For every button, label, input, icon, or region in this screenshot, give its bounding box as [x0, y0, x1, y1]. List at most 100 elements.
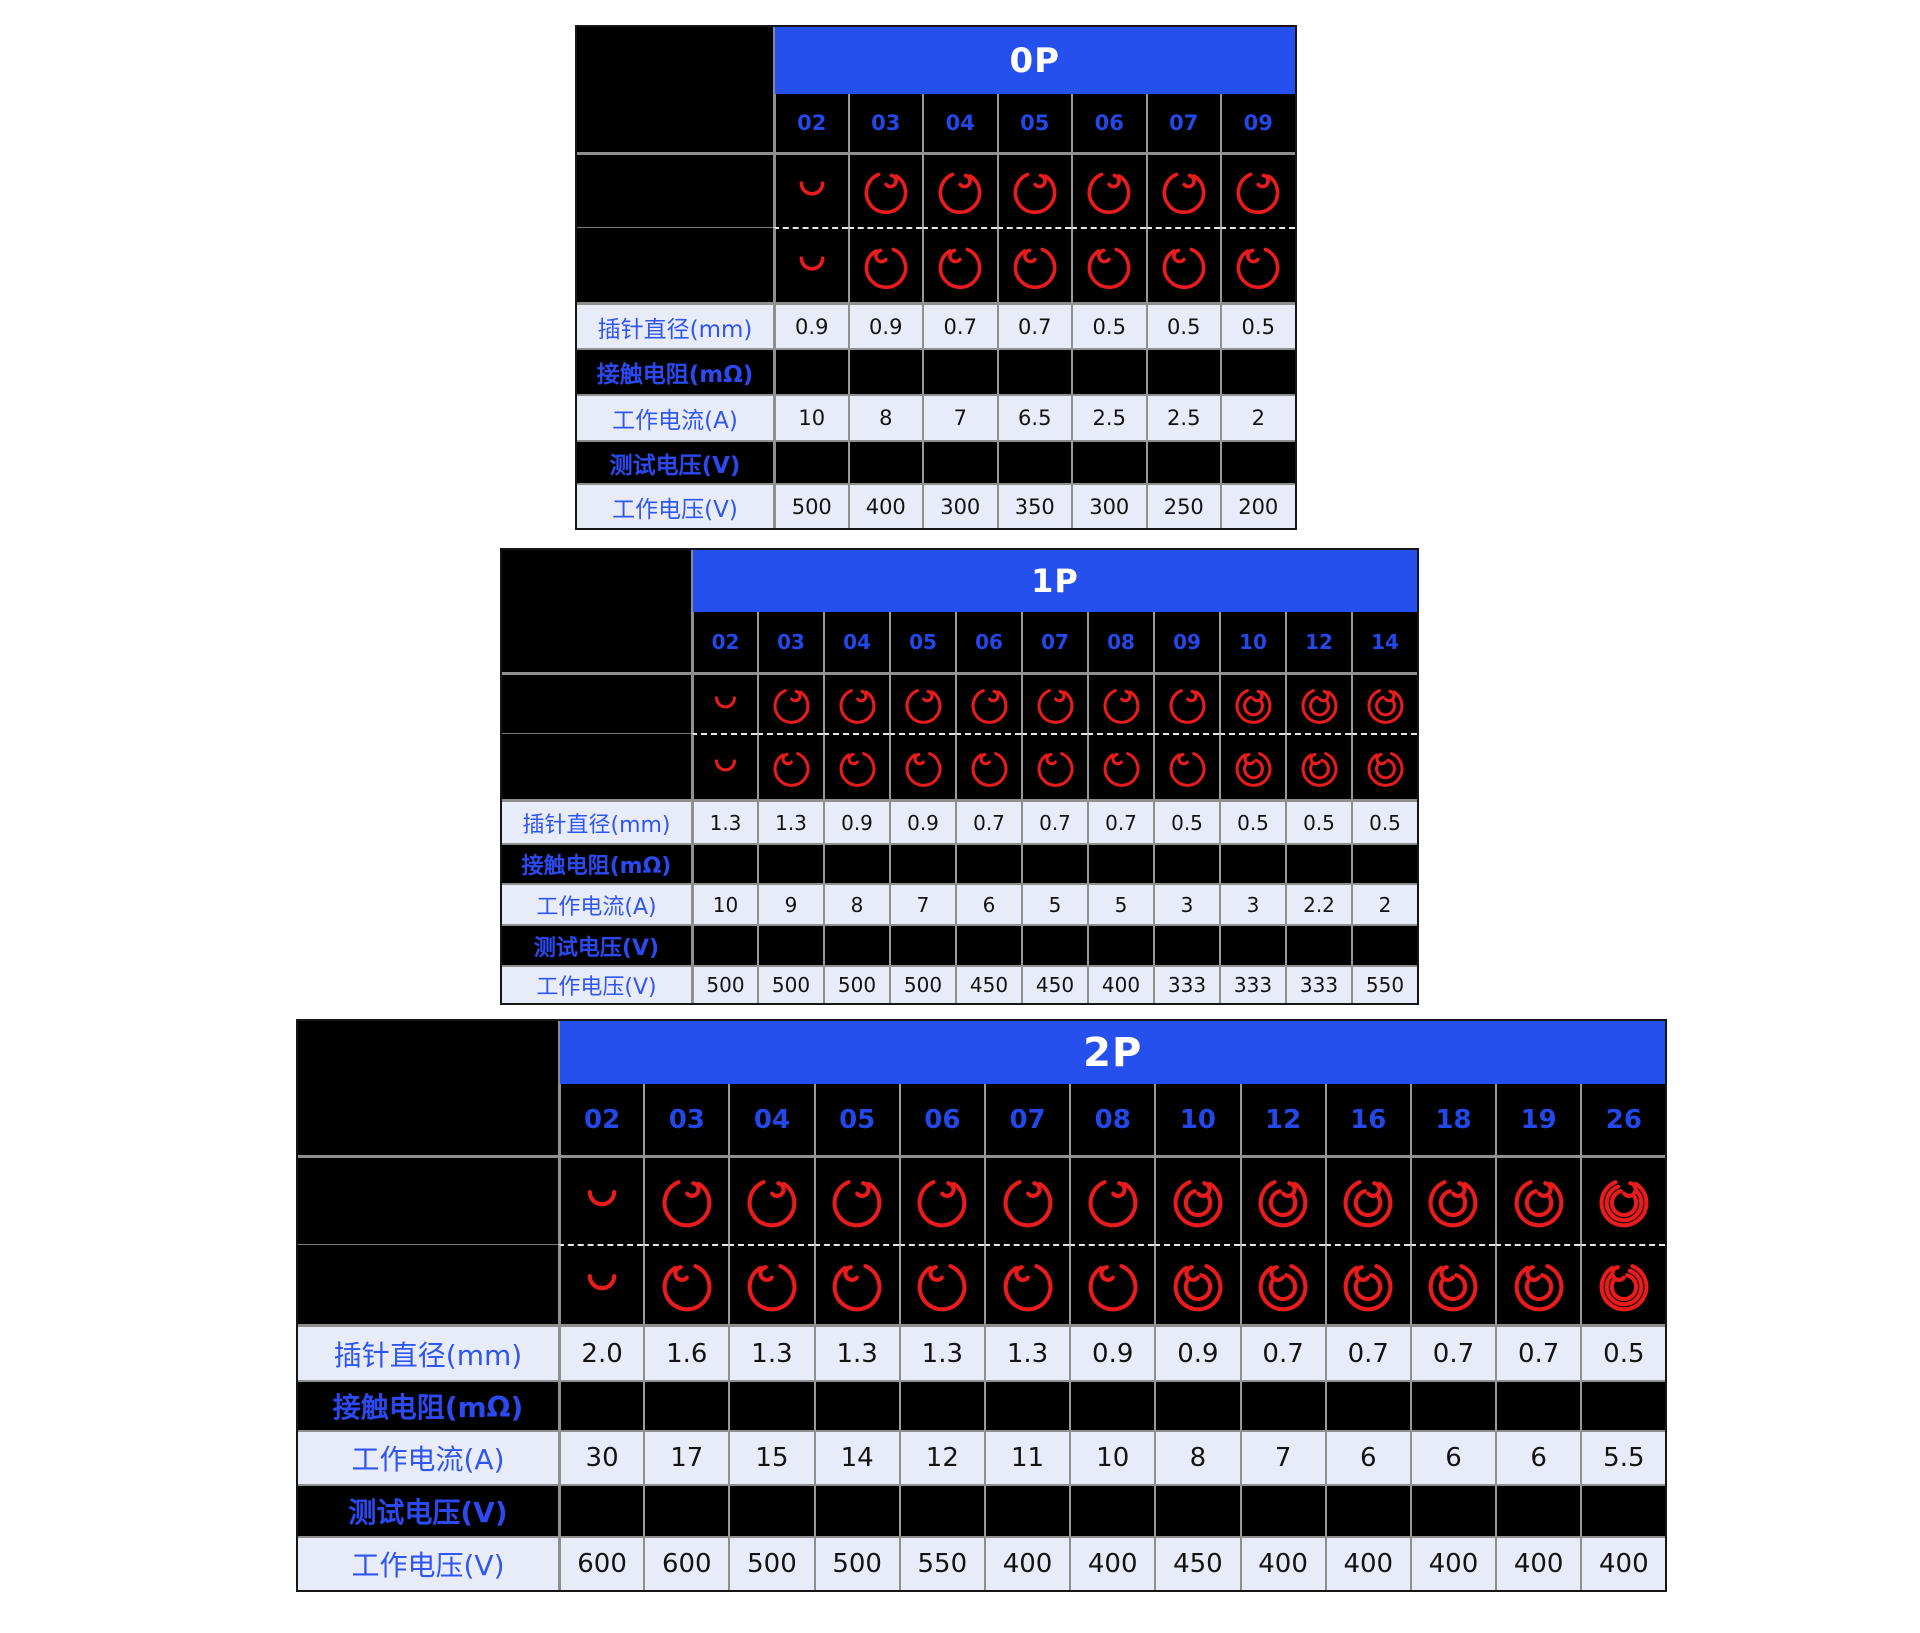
value-cell	[558, 1484, 644, 1536]
value-cell: 6	[955, 883, 1021, 924]
column-header: 04	[728, 1084, 814, 1155]
value-cell	[773, 348, 848, 394]
pin-face-drawing	[938, 172, 982, 215]
value-cell	[1324, 1380, 1410, 1430]
pin-face-drawing	[1367, 688, 1403, 724]
pin-face-drawing	[747, 1264, 797, 1312]
pin-face-diagram-cell	[1153, 672, 1219, 733]
value-cell: 400	[983, 1536, 1070, 1590]
value-cell: 0.5	[1220, 302, 1295, 348]
value-cell: 7	[889, 883, 955, 924]
label-spacer	[502, 733, 691, 799]
value-cell: 300	[922, 483, 997, 528]
value-cell: 400	[1580, 1536, 1666, 1590]
value-cell	[847, 440, 922, 483]
pin-face-drawing	[971, 751, 1007, 787]
column-header: 07	[983, 1084, 1070, 1155]
value-cell	[1351, 843, 1417, 883]
row-label: 插针直径(mm)	[298, 1324, 558, 1380]
column-header: 07	[1021, 612, 1087, 672]
value-cell: 400	[1324, 1536, 1410, 1590]
pin-face-diagram-cell	[558, 1155, 644, 1244]
value-cell	[757, 924, 823, 965]
pin-face-drawing	[832, 1264, 882, 1312]
label-spacer	[577, 94, 773, 152]
column-header: 04	[823, 612, 889, 672]
value-cell: 500	[813, 1536, 899, 1590]
pin-face-diagram-cell	[889, 733, 955, 799]
pin-face-diagram-cell	[1087, 672, 1153, 733]
value-cell: 550	[1351, 965, 1417, 1003]
value-cell	[1021, 924, 1087, 965]
pin-face-diagram-cell	[847, 227, 922, 302]
pin-face-drawing	[839, 688, 875, 724]
value-cell: 1.3	[757, 799, 823, 843]
pin-face-drawing	[1087, 247, 1131, 289]
pin-face-diagram-cell	[1495, 1155, 1581, 1244]
value-cell: 400	[1239, 1536, 1325, 1590]
pin-face-diagram-cell	[922, 227, 997, 302]
value-cell	[1239, 1484, 1325, 1536]
value-cell: 0.7	[996, 302, 1071, 348]
row-label: 测试电压(V)	[298, 1484, 558, 1536]
label-spacer	[298, 1155, 558, 1244]
value-cell: 0.5	[1580, 1324, 1666, 1380]
row-label: 接触电阻(mΩ)	[577, 348, 773, 394]
pin-face-diagram-cell	[1220, 227, 1295, 302]
value-cell: 1.3	[898, 1324, 984, 1380]
pin-face-diagram-cell	[1145, 152, 1220, 227]
pin-face-diagram-cell	[1154, 1155, 1240, 1244]
column-header: 08	[1087, 612, 1153, 672]
value-cell: 450	[955, 965, 1021, 1003]
value-cell	[643, 1380, 729, 1430]
column-header: 02	[558, 1084, 644, 1155]
value-cell: 0.9	[1154, 1324, 1240, 1380]
pin-face-diagram-cell	[1219, 733, 1285, 799]
value-cell: 7	[1239, 1430, 1325, 1484]
value-cell: 0.7	[1409, 1324, 1496, 1380]
pin-face-drawing	[587, 1189, 617, 1207]
value-cell	[691, 843, 757, 883]
value-cell: 333	[1285, 965, 1351, 1003]
value-cell: 0.7	[1239, 1324, 1325, 1380]
pin-face-drawing	[1236, 172, 1280, 215]
pin-face-drawing	[1343, 1264, 1393, 1312]
value-cell: 2	[1220, 394, 1295, 440]
pin-face-diagram-cell	[996, 227, 1071, 302]
column-header: 03	[847, 94, 922, 152]
value-cell: 2	[1351, 883, 1417, 924]
pin-face-diagram-cell	[1239, 1244, 1325, 1324]
pin-face-diagram-cell	[1495, 1244, 1581, 1324]
column-header: 10	[1154, 1084, 1240, 1155]
value-cell	[1219, 843, 1285, 883]
value-cell: 0.9	[1069, 1324, 1155, 1380]
label-spacer	[298, 1244, 558, 1324]
value-cell	[1145, 348, 1220, 394]
label-spacer	[502, 672, 691, 733]
value-cell: 500	[757, 965, 823, 1003]
value-cell: 0.7	[1324, 1324, 1410, 1380]
value-cell: 0.5	[1351, 799, 1417, 843]
row-label: 工作电压(V)	[298, 1536, 558, 1590]
value-cell	[898, 1484, 984, 1536]
value-cell: 1.3	[813, 1324, 899, 1380]
value-cell: 15	[728, 1430, 814, 1484]
column-header: 06	[955, 612, 1021, 672]
pin-face-diagram-cell	[1580, 1244, 1666, 1324]
pin-face-drawing	[1514, 1264, 1564, 1312]
pin-face-drawing	[773, 688, 809, 724]
value-cell: 1.3	[983, 1324, 1070, 1380]
pin-face-diagram-cell	[1145, 227, 1220, 302]
row-label: 工作电压(V)	[577, 483, 773, 528]
value-cell	[996, 348, 1071, 394]
pin-face-drawing	[917, 1264, 967, 1312]
label-spacer	[502, 612, 691, 672]
value-cell: 333	[1219, 965, 1285, 1003]
value-cell	[823, 843, 889, 883]
pin-face-drawing	[864, 247, 908, 289]
pin-face-drawing	[1367, 751, 1403, 787]
table-title: 1P	[691, 550, 1417, 612]
table-corner-cell	[298, 1021, 558, 1084]
value-cell: 0.7	[1021, 799, 1087, 843]
